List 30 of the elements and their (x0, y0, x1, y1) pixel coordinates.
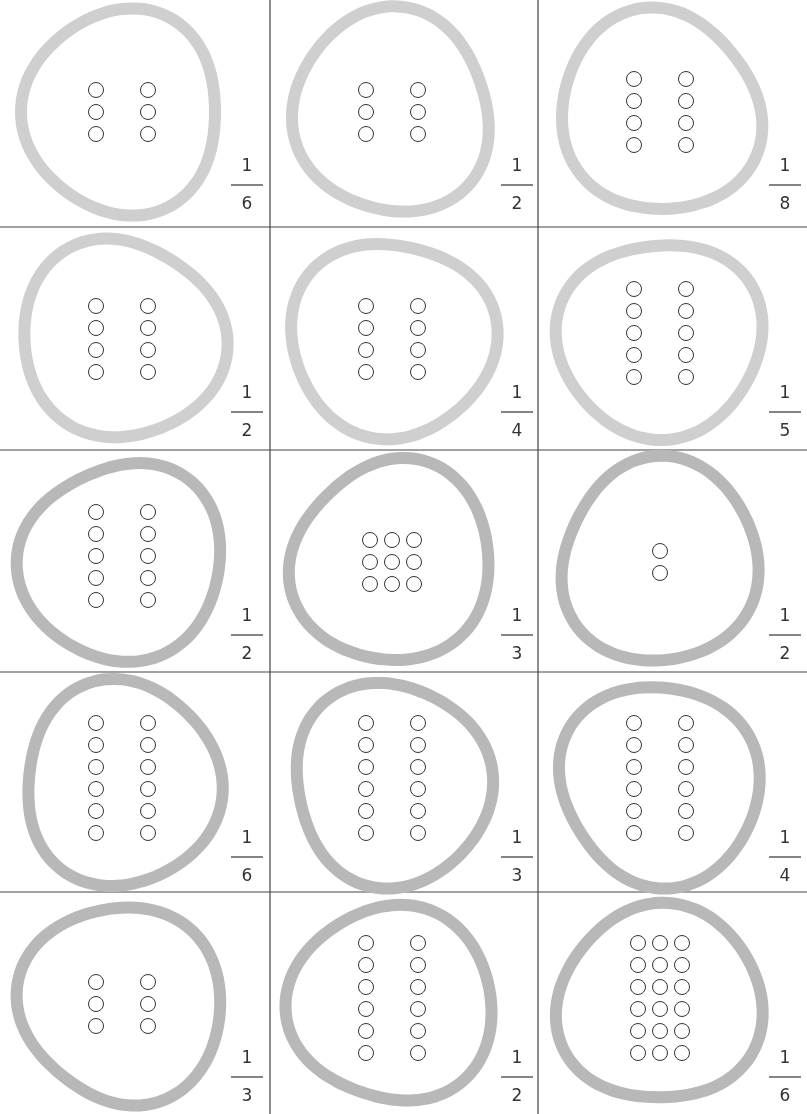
fraction-denominator: 2 (778, 643, 792, 663)
fraction-denominator: 2 (510, 1085, 524, 1105)
fraction-numerator: 1 (778, 1047, 792, 1067)
fraction-numerator: 1 (778, 605, 792, 625)
fraction-denominator: 6 (240, 193, 254, 213)
fraction-numerator: 1 (240, 827, 254, 847)
fraction-denominator: 4 (778, 865, 792, 885)
fraction-numerator: 1 (778, 382, 792, 402)
fraction-denominator: 4 (510, 420, 524, 440)
fraction-denominator: 3 (240, 1085, 254, 1105)
fraction-numerator: 1 (778, 155, 792, 175)
fraction-numerator: 1 (778, 827, 792, 847)
fraction-numerator: 1 (510, 827, 524, 847)
fraction-denominator: 6 (778, 1085, 792, 1105)
fraction-numerator: 1 (510, 155, 524, 175)
fraction-numerator: 1 (240, 605, 254, 625)
fraction-denominator: 2 (240, 420, 254, 440)
fraction-numerator: 1 (240, 382, 254, 402)
fraction-denominator: 8 (778, 193, 792, 213)
fraction-denominator: 6 (240, 865, 254, 885)
fraction-denominator: 3 (510, 865, 524, 885)
fraction-denominator: 2 (240, 643, 254, 663)
fraction-denominator: 2 (510, 193, 524, 213)
fraction-numerator: 1 (510, 1047, 524, 1067)
fraction-numerator: 1 (240, 1047, 254, 1067)
fraction-denominator: 5 (778, 420, 792, 440)
fraction-numerator: 1 (510, 382, 524, 402)
fraction-numerator: 1 (510, 605, 524, 625)
fraction-numerator: 1 (240, 155, 254, 175)
fraction-denominator: 3 (510, 643, 524, 663)
